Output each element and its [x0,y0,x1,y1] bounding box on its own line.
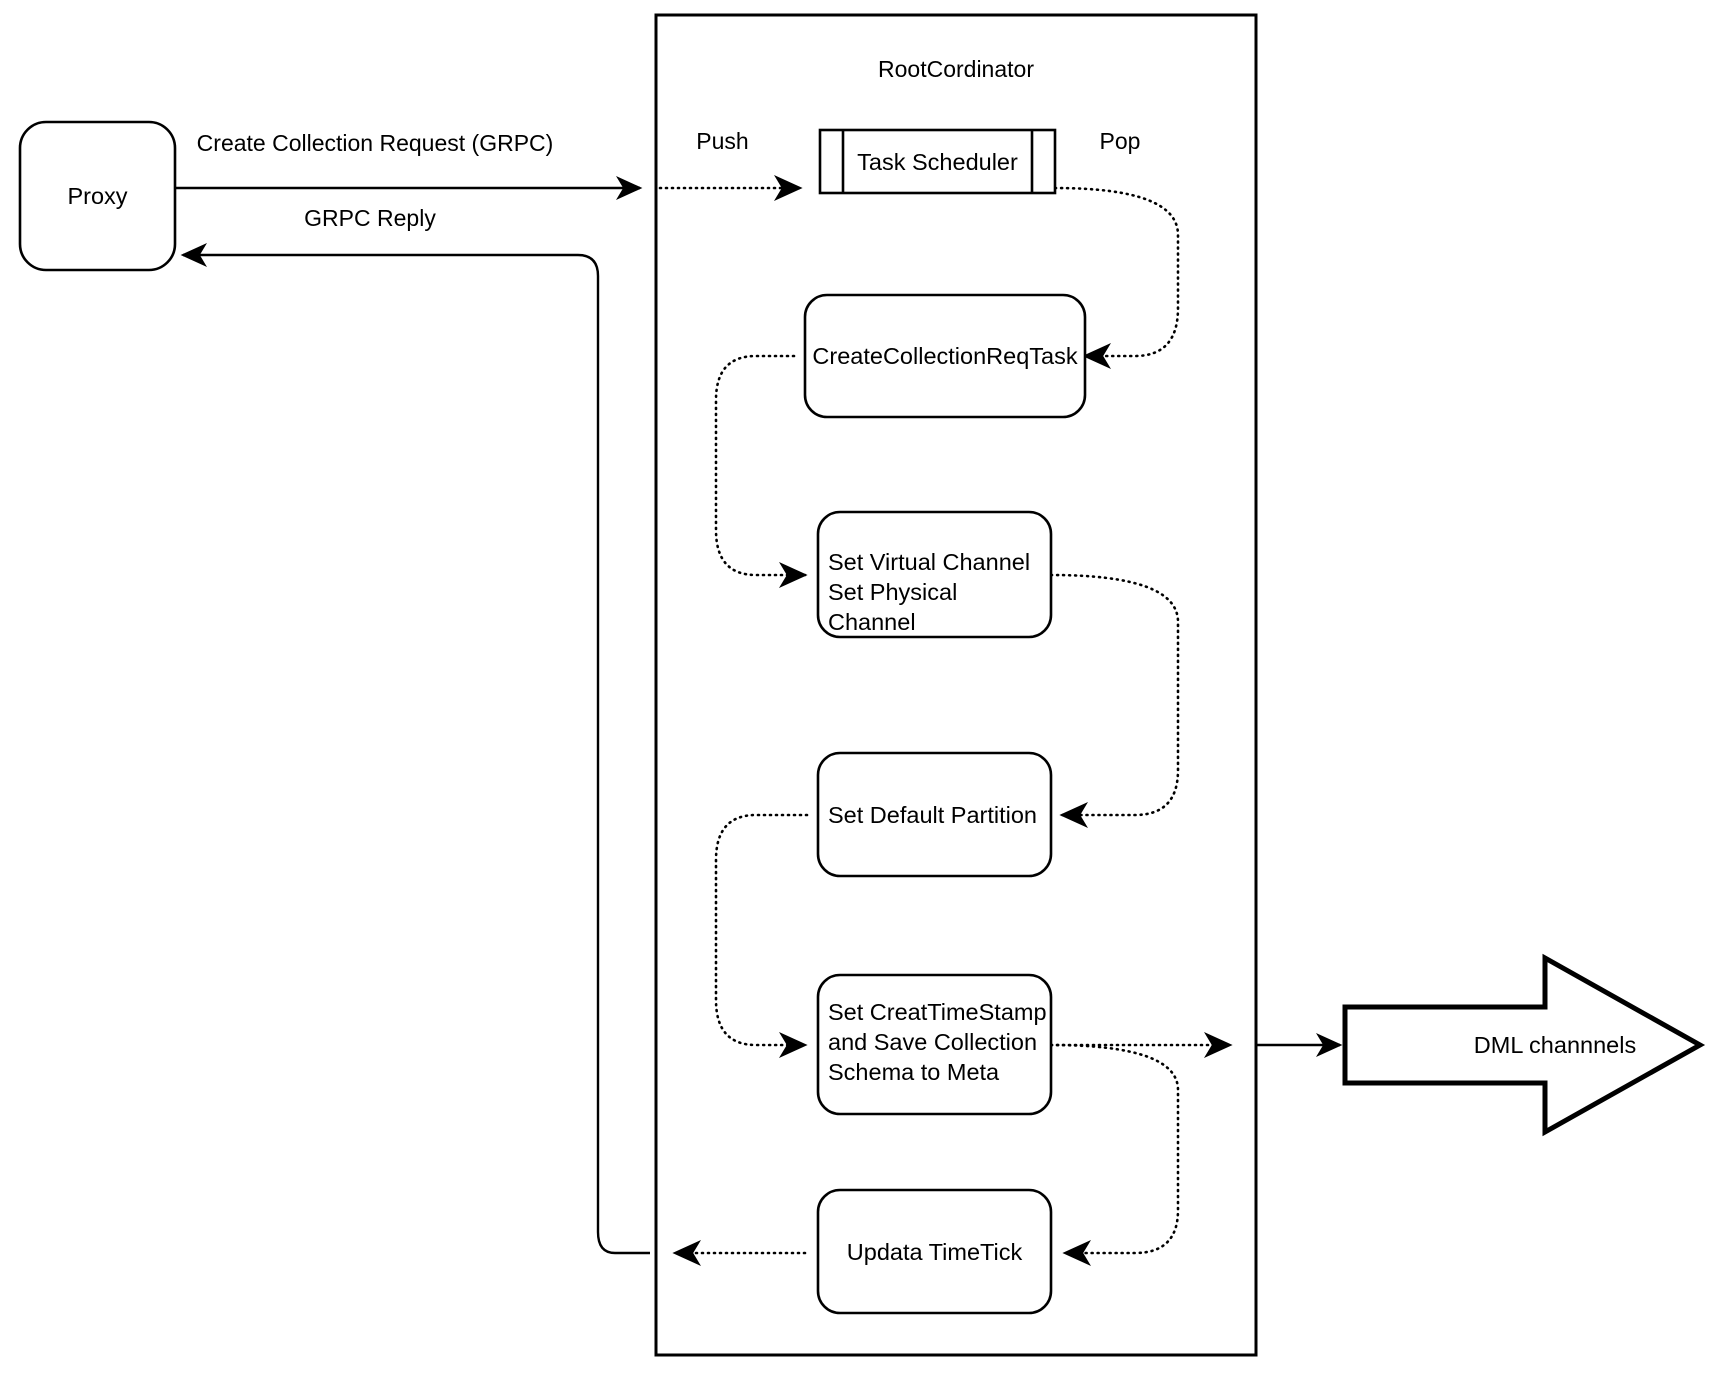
node-dml-channels-label: DML channnels [1473,1032,1637,1058]
node-proxy-label: Proxy [67,183,128,209]
node-set-timestamp-label: Set CreatTimeStamp and Save Collection S… [828,975,1053,1114]
edge-task-to-setchannel [714,354,808,588]
node-set-channels-line1: Set Virtual Channel [828,549,1031,575]
node-set-timestamp-line3: Schema to Meta [828,1059,1000,1085]
node-set-timestamp-line1: Set CreatTimeStamp [828,999,1047,1025]
edge-setchannel-to-partition [1049,573,1180,828]
rootcordinator-container [654,13,1258,1357]
node-set-channels-label: Set Virtual Channel Set Physical Channel [828,512,1051,637]
edge-timestamp-to-timetick [1049,1043,1180,1266]
node-dml-channels[interactable] [1342,953,1706,1137]
node-proxy[interactable] [18,120,177,272]
edge-partition-to-timestamp [714,813,809,1058]
node-set-default-partition-label: Set Default Partition [828,801,1037,828]
node-create-collection-req-task[interactable] [803,293,1087,419]
edge-grpc-reply [180,243,650,1255]
node-set-timestamp-line2: and Save Collection [828,1029,1038,1055]
node-task-scheduler-label: Task Scheduler [857,148,1018,175]
node-set-channels[interactable] [816,510,1053,639]
node-set-default-partition[interactable] [816,751,1053,878]
node-updata-timetick[interactable] [816,1188,1053,1315]
node-task-scheduler[interactable] [818,128,1057,195]
node-updata-timetick-label: Updata TimeTick [846,1238,1023,1265]
node-set-timestamp[interactable] [816,973,1053,1116]
node-create-collection-req-task-label: CreateCollectionReqTask [812,343,1078,369]
edge-pop [1053,186,1180,369]
node-set-channels-line2: Set Physical Channel [828,579,958,635]
